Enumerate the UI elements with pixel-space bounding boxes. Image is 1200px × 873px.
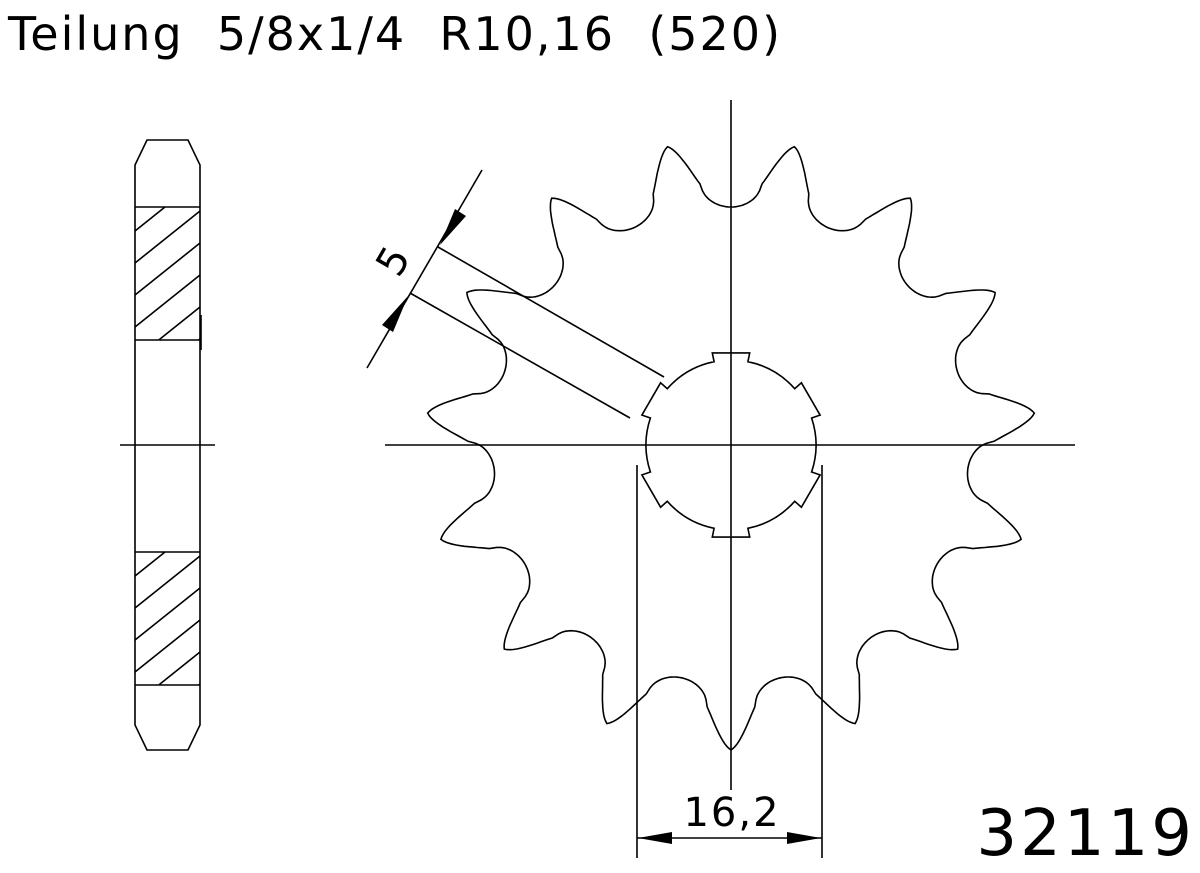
hatch-line [134, 555, 201, 609]
hatch-line [134, 274, 201, 328]
hatch-line [158, 651, 201, 686]
hatch-line [134, 551, 166, 577]
dimension-label-16-2: 16,2 [683, 790, 780, 836]
hatch-line [198, 683, 201, 686]
dimension-bore-width: 16,2 [636, 465, 823, 858]
dimension-label-5: 5 [367, 239, 420, 284]
dimension-tooth-width: 5 [366, 169, 665, 419]
hatch-line [134, 206, 166, 232]
hatch-line [134, 587, 201, 641]
hatch-line [198, 338, 201, 341]
hatch-line [134, 242, 201, 296]
side-view [120, 139, 215, 751]
hatch-line [158, 306, 201, 341]
hatch-line [134, 619, 201, 673]
part-number: 32119 [976, 797, 1195, 871]
sprocket-front-view [385, 100, 1075, 790]
hub-spline-bore [640, 352, 822, 538]
drawing-title: Teilung 5/8x1/4 R10,16 (520) [7, 7, 782, 61]
hatch-line [134, 210, 201, 264]
